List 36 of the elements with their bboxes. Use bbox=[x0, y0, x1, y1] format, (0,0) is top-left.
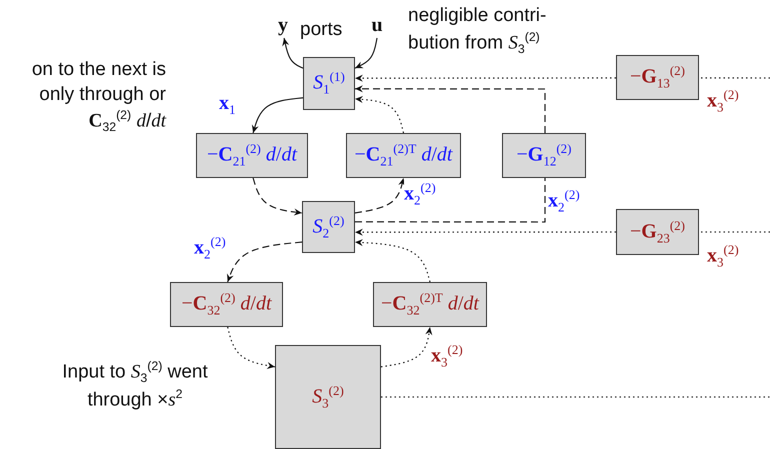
arrow bbox=[355, 85, 546, 133]
math-expression: −C$_{21}$$^{(2)T}$ d/dt bbox=[354, 141, 452, 170]
connector-line bbox=[381, 396, 770, 398]
operator-box bbox=[170, 282, 283, 327]
arrow bbox=[282, 38, 304, 69]
connector-line bbox=[699, 231, 770, 233]
operator-box bbox=[373, 282, 487, 327]
arrow bbox=[354, 178, 406, 214]
arrow bbox=[252, 97, 304, 134]
arrow bbox=[355, 228, 616, 236]
note-text: Input to S$_{3}$$^{(2)}$ went through ×s$^{2}$ bbox=[61, 358, 209, 412]
operator-box bbox=[346, 133, 461, 178]
arrow bbox=[354, 96, 404, 134]
math-expression: −C$_{32}$$^{(2)}$ d/dt bbox=[181, 290, 272, 319]
subsystem-box bbox=[302, 201, 355, 253]
output-label: y bbox=[272, 12, 294, 38]
math-expression: −C$_{32}$$^{(2)T}$ d/dt bbox=[381, 290, 479, 319]
connector-line bbox=[355, 178, 546, 223]
arrow bbox=[354, 239, 431, 282]
arrow bbox=[227, 326, 276, 369]
operator-box bbox=[616, 209, 699, 255]
connector-line bbox=[699, 77, 770, 79]
arrow bbox=[380, 326, 432, 368]
input-label: u bbox=[366, 12, 388, 38]
note-text: on to the next is only through or C$_{32}$$^{(2)}$ d/dt bbox=[30, 58, 166, 136]
arrow bbox=[252, 178, 302, 216]
arrow bbox=[355, 74, 616, 82]
operator-box bbox=[616, 55, 699, 100]
subsystem-box bbox=[303, 57, 355, 110]
arrow bbox=[227, 242, 302, 282]
operator-box bbox=[502, 133, 586, 178]
ports-label: ports bbox=[300, 18, 344, 42]
operator-box bbox=[196, 133, 308, 178]
subsystem-box bbox=[275, 345, 381, 449]
math-expression: −C$_{21}$$^{(2)}$ d/dt bbox=[206, 141, 298, 170]
arrow bbox=[354, 38, 378, 69]
